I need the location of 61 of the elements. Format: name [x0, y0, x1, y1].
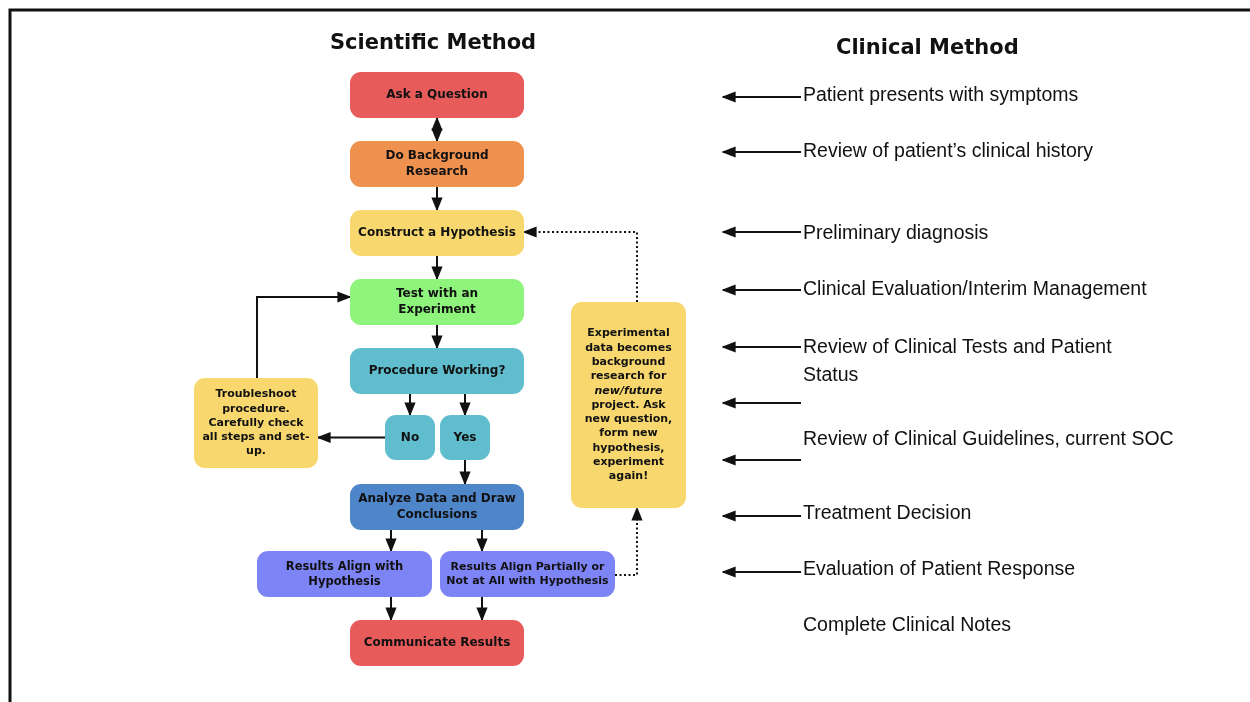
step-text: Patient presents with symptoms — [803, 80, 1223, 112]
process-box — [350, 72, 524, 118]
arrow — [459, 393, 471, 417]
arrow — [721, 146, 802, 158]
box-label: Test with an Experiment — [394, 286, 480, 318]
step-text: Preliminary diagnosis — [803, 218, 1223, 250]
arrow — [431, 324, 443, 350]
process-box — [350, 620, 524, 666]
process-box — [440, 551, 615, 597]
arrow — [721, 566, 802, 578]
box-label: Analyze Data and Draw Conclusions — [357, 491, 517, 523]
box-label: Results Align with Hypothesis — [284, 559, 405, 589]
process-box — [350, 210, 524, 256]
arrow — [385, 529, 397, 553]
box-label: Communicate Results — [363, 635, 511, 651]
arrow — [431, 186, 443, 212]
arrow — [721, 454, 802, 466]
column-heading: Clinical Method — [836, 35, 1019, 59]
arrow — [404, 393, 416, 417]
process-box — [257, 551, 432, 597]
process-box — [571, 302, 686, 508]
arrow — [431, 255, 443, 281]
step-text: Clinical Evaluation/Interim Management — [803, 274, 1233, 306]
arrow — [385, 596, 397, 622]
arrow — [721, 397, 802, 409]
box-label: No — [400, 429, 420, 446]
step-text: Review of patient’s clinical history — [803, 136, 1223, 168]
arrow — [721, 226, 802, 238]
process-box — [194, 378, 318, 468]
step-text: Review of Clinical Tests and Patient Status — [803, 332, 1163, 390]
dotted-arrow — [614, 506, 643, 576]
process-box — [350, 348, 524, 394]
arrow — [256, 291, 352, 379]
step-text: Evaluation of Patient Response — [803, 554, 1223, 586]
process-box — [350, 484, 524, 530]
process-box — [350, 141, 524, 187]
process-box — [440, 415, 490, 460]
process-box — [385, 415, 435, 460]
step-text: Treatment Decision — [803, 498, 1223, 530]
diagram-title: Scientific Method — [330, 30, 537, 54]
box-label: Yes — [453, 429, 477, 446]
process-box — [350, 279, 524, 325]
arrow — [476, 529, 488, 553]
box-label: Experimental data becomes background research for new/future project. Ask new question, form new hypothesis, experiment again! — [583, 326, 674, 484]
arrow — [721, 341, 802, 353]
arrow — [721, 510, 802, 522]
arrow — [721, 284, 802, 296]
box-label: Results Align Partially or Not at All with Hypothesis — [446, 559, 609, 589]
box-label: Do Background Research — [384, 148, 490, 180]
box-label: Procedure Working? — [368, 363, 506, 379]
arrow — [459, 459, 471, 486]
box-label: Construct a Hypothesis — [358, 225, 516, 241]
arrow — [476, 596, 488, 622]
box-label: Troubleshoot procedure. Carefully check all steps and set-up. — [201, 387, 311, 459]
dotted-arrow — [522, 226, 638, 303]
arrow — [316, 431, 386, 444]
step-text: Review of Clinical Guidelines, current SOC — [803, 392, 1183, 468]
arrow — [431, 116, 443, 143]
box-label: Ask a Question — [386, 87, 488, 103]
step-text: Complete Clinical Notes — [803, 610, 1223, 642]
arrow — [721, 91, 802, 103]
